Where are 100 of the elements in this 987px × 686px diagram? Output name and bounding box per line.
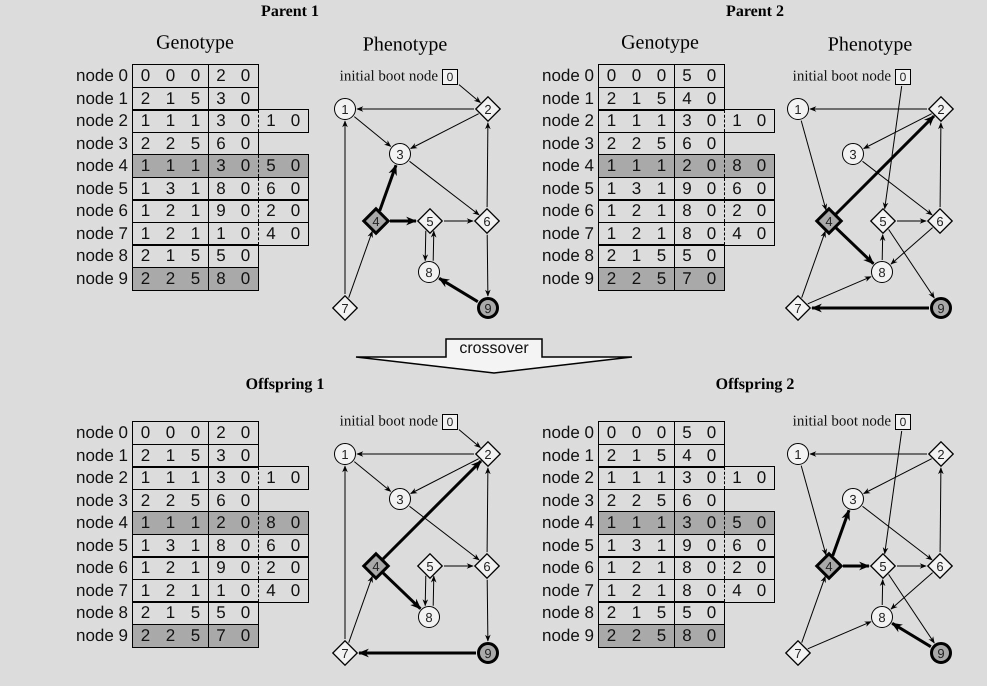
boot-node-label: initial boot node bbox=[340, 68, 438, 86]
gene-value: 0 bbox=[706, 557, 718, 579]
gene-value: 1 bbox=[656, 110, 668, 132]
gene-value: 0 bbox=[240, 602, 252, 624]
gene-value: 2 bbox=[164, 624, 176, 646]
gene-value: 8 bbox=[208, 178, 233, 200]
gene-value: 0 bbox=[240, 512, 252, 534]
genotype-row bbox=[598, 466, 775, 490]
genotype-row bbox=[132, 444, 259, 468]
gene-value: 0 bbox=[756, 110, 768, 132]
gene-value: 0 bbox=[240, 222, 252, 244]
gene-value: 1 bbox=[140, 222, 152, 244]
gene-value: 1 bbox=[724, 110, 749, 132]
arrow bbox=[410, 113, 480, 149]
arrow bbox=[880, 234, 886, 260]
arrow bbox=[356, 106, 474, 112]
gene-value: 8 bbox=[208, 534, 233, 556]
circle-node: 9 bbox=[930, 642, 952, 664]
circle-node: 9 bbox=[477, 297, 499, 319]
gene-value: 2 bbox=[606, 88, 618, 110]
genotype-row bbox=[132, 534, 309, 558]
gene-value: 2 bbox=[606, 268, 618, 290]
row-label: node 8 bbox=[76, 246, 128, 266]
genotype-row bbox=[598, 534, 775, 558]
arrow bbox=[410, 458, 480, 494]
diamond-node: 2 bbox=[475, 441, 501, 467]
gene-value: 2 bbox=[208, 422, 233, 444]
gene-value: 1 bbox=[606, 580, 618, 602]
gene-value: 8 bbox=[674, 624, 699, 646]
gene-value: 1 bbox=[190, 467, 202, 489]
gene-value: 0 bbox=[290, 200, 302, 222]
arrow bbox=[444, 563, 474, 569]
gene-value: 1 bbox=[630, 110, 642, 132]
arrow bbox=[409, 506, 480, 560]
row-label: node 4 bbox=[76, 156, 128, 176]
gene-value: 1 bbox=[606, 512, 618, 534]
arrow bbox=[444, 218, 474, 224]
gene-value: 4 bbox=[258, 580, 283, 602]
gene-value: 0 bbox=[290, 557, 302, 579]
gene-value: 0 bbox=[240, 490, 252, 512]
genotype-row bbox=[598, 266, 725, 290]
gene-value: 7 bbox=[208, 624, 233, 646]
boot-node-box: 0 bbox=[442, 69, 458, 85]
boot-node-box: 0 bbox=[442, 414, 458, 430]
gene-value: 0 bbox=[606, 422, 618, 444]
gene-value: 1 bbox=[140, 110, 152, 132]
gene-value: 1 bbox=[164, 602, 176, 624]
arrow bbox=[891, 622, 932, 648]
circle-node: 9 bbox=[477, 642, 499, 664]
gene-value: 0 bbox=[240, 65, 252, 87]
gene-value: 3 bbox=[630, 534, 642, 556]
circle-node: 3 bbox=[389, 488, 411, 510]
gene-value: 5 bbox=[190, 88, 202, 110]
genotype-row bbox=[132, 222, 309, 246]
gene-value: 1 bbox=[630, 602, 642, 624]
gene-value: 1 bbox=[630, 512, 642, 534]
gene-value: 2 bbox=[140, 88, 152, 110]
gene-value: 0 bbox=[240, 557, 252, 579]
row-label: node 1 bbox=[76, 446, 128, 466]
gene-value: 5 bbox=[674, 65, 699, 87]
arrow bbox=[888, 574, 935, 644]
diamond-node: 4 bbox=[363, 208, 389, 234]
gene-value: 1 bbox=[630, 245, 642, 267]
gene-value: 2 bbox=[164, 268, 176, 290]
diamond-node: 5 bbox=[417, 208, 443, 234]
row-label: node 6 bbox=[76, 201, 128, 221]
genotype-row bbox=[598, 444, 725, 468]
genotype-row bbox=[132, 154, 309, 178]
column-heading: Phenotype bbox=[828, 34, 912, 56]
gene-value: 2 bbox=[164, 222, 176, 244]
genotype-row bbox=[132, 624, 259, 648]
gene-value: 5 bbox=[190, 268, 202, 290]
gene-value: 4 bbox=[724, 222, 749, 244]
gene-value: 1 bbox=[190, 534, 202, 556]
gene-value: 0 bbox=[706, 222, 718, 244]
genotype-row bbox=[132, 86, 259, 110]
row-label: node 9 bbox=[76, 268, 128, 288]
gene-value: 0 bbox=[240, 268, 252, 290]
gene-value: 2 bbox=[606, 624, 618, 646]
arrow bbox=[890, 572, 934, 610]
gene-value: 0 bbox=[290, 534, 302, 556]
arrow bbox=[831, 509, 850, 556]
gene-value: 1 bbox=[208, 580, 233, 602]
gene-value: 0 bbox=[240, 88, 252, 110]
boot-node-box: 0 bbox=[895, 69, 911, 85]
gene-value: 1 bbox=[258, 110, 283, 132]
gene-value: 0 bbox=[756, 155, 768, 177]
gene-value: 2 bbox=[208, 512, 233, 534]
genotype-row bbox=[132, 266, 259, 290]
gene-value: 5 bbox=[656, 132, 668, 154]
gene-value: 2 bbox=[606, 602, 618, 624]
gene-value: 0 bbox=[240, 624, 252, 646]
gene-value: 1 bbox=[190, 110, 202, 132]
gene-value: 5 bbox=[656, 602, 668, 624]
gene-value: 0 bbox=[706, 422, 718, 444]
gene-value: 2 bbox=[164, 490, 176, 512]
row-label: node 2 bbox=[76, 111, 128, 131]
gene-value: 2 bbox=[630, 200, 642, 222]
arrow bbox=[810, 304, 929, 312]
gene-value: 0 bbox=[656, 422, 668, 444]
